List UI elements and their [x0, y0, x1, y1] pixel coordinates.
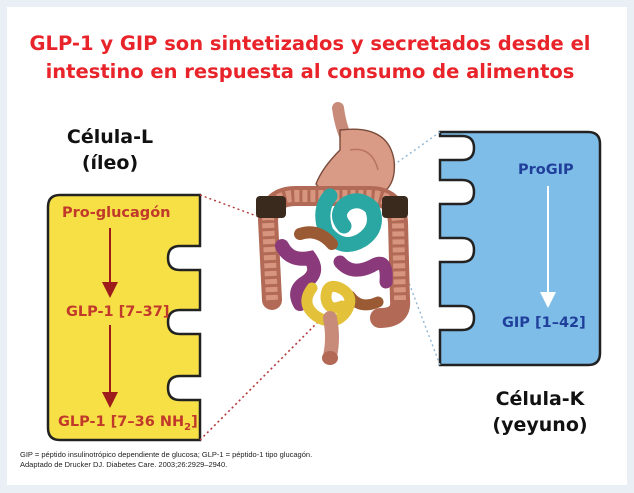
connector-upper-left	[199, 194, 263, 219]
digestive-tract-illustration	[256, 102, 411, 365]
connector-lower-left	[199, 321, 319, 441]
title-line-2: intestino en respuesta al consumo de ali…	[45, 60, 575, 83]
l-step-glp1-7-37: GLP-1 [7–37]	[66, 304, 170, 320]
l-step3-sub: 2	[184, 421, 192, 433]
l-step-pro-glucagon: Pro-glucagón	[62, 205, 171, 221]
l-cell-location: (íleo)	[81, 152, 139, 174]
k-cell-location: (yeyuno)	[492, 414, 588, 436]
connector-upper-right	[383, 131, 441, 173]
l-cell-name: Célula-L	[66, 126, 154, 148]
l-step3-main: GLP-1 [7–36 NH	[58, 414, 185, 430]
k-cell-name: Célula-K	[495, 388, 585, 410]
title-line-1: GLP-1 y GIP son sintetizados y secretado…	[29, 32, 591, 55]
footnote-line-1: GIP = péptido insulinotrópico dependient…	[20, 450, 313, 459]
footnote-line-2: Adaptado de Drucker DJ. Diabetes Care. 2…	[20, 460, 228, 469]
k-cell-shape	[438, 130, 602, 367]
slide-title: GLP-1 y GIP son sintetizados y secretado…	[20, 30, 600, 86]
k-step-gip-1-42: GIP [1–42]	[502, 315, 586, 331]
l-step-glp1-7-36-nh2: GLP-1 [7–36 NH2]	[58, 414, 198, 433]
k-step-progip: ProGIP	[518, 162, 574, 178]
l-step3-end: ]	[191, 414, 198, 430]
l-cell-shape	[46, 193, 202, 442]
